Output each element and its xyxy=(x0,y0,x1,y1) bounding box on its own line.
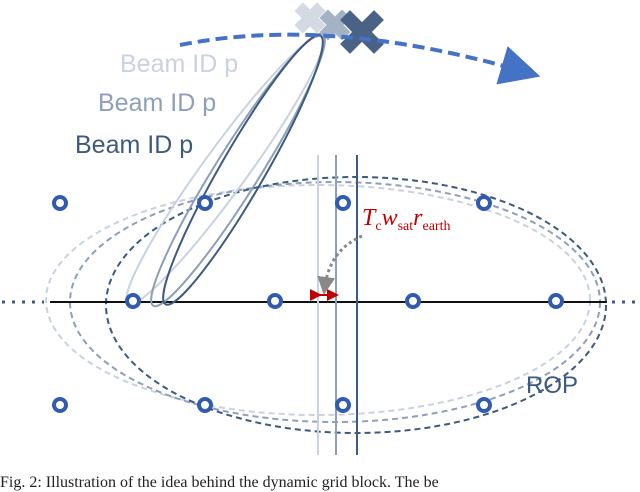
grid-point xyxy=(335,195,351,211)
beam-label-mid: Beam ID p xyxy=(98,89,216,117)
satellite-icon-light xyxy=(294,2,326,34)
grid-point xyxy=(52,397,68,413)
grid-point xyxy=(267,293,283,309)
rop-label: ROP xyxy=(526,372,578,399)
grid-point xyxy=(52,195,68,211)
grid-point xyxy=(476,195,492,211)
pointer-arrow xyxy=(317,234,363,295)
grid-point xyxy=(125,293,141,309)
grid-point xyxy=(548,293,564,309)
grid-point xyxy=(197,397,213,413)
figure-caption: Fig. 2: Illustration of the idea behind … xyxy=(0,474,439,491)
grid-point xyxy=(405,293,421,309)
beam-label-light: Beam ID p xyxy=(120,50,238,78)
coverage-ellipse-light xyxy=(45,184,591,416)
grid-points xyxy=(52,195,564,413)
beam-dark xyxy=(162,34,324,306)
satellite-icon-mid xyxy=(319,9,351,41)
satellite-icon-dark xyxy=(340,10,384,54)
beam-label-dark: Beam ID p xyxy=(75,131,193,159)
grid-point xyxy=(335,397,351,413)
formula-label: Tcwsatrearth xyxy=(362,205,450,234)
grid-point xyxy=(476,397,492,413)
grid-point xyxy=(197,195,213,211)
trajectory-arrow xyxy=(179,32,541,85)
